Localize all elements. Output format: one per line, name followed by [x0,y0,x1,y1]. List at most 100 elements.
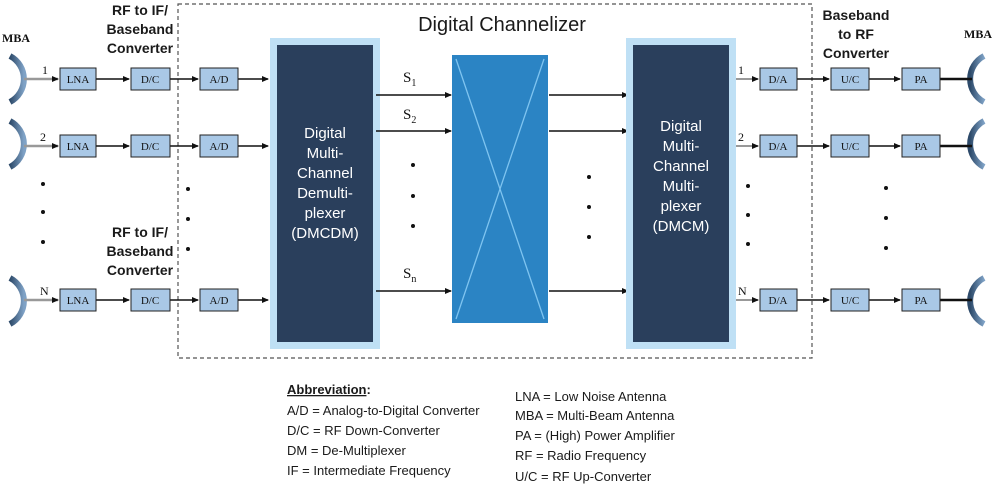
uc-block: U/C [830,134,870,158]
abbreviation-heading: Abbreviation: [287,382,371,397]
channelizer-boundary [177,3,813,359]
svg-text:Converter: Converter [107,40,174,56]
lna-block: LNA [59,67,97,91]
svg-text:Multi-: Multi- [663,138,700,155]
baseband-to-rf-label: Baseband to RF Converter [823,7,890,61]
antenna-icon [967,118,986,170]
svg-text:A/D = Analog-to-Digital Conver: A/D = Analog-to-Digital Converter [287,403,480,418]
antenna-icon [967,53,986,105]
left-chain-lines [24,76,269,303]
svg-text:U/C: U/C [841,74,859,86]
rf-to-if-label-top: RF to IF/ Baseband Converter [107,2,174,56]
signal-ellipsis [411,163,415,228]
svg-text:LNA: LNA [67,74,90,86]
svg-text:D/A: D/A [769,295,788,307]
svg-text:Converter: Converter [823,45,890,61]
svg-text:PA: PA [914,74,927,86]
switch-matrix [452,55,548,323]
switch-output-lines [549,92,629,294]
uc-block: U/C [830,67,870,91]
svg-text:Multi-: Multi- [663,178,700,195]
svg-text:Baseband: Baseband [107,21,174,37]
svg-text:PA: PA [914,141,927,153]
svg-text:A/D: A/D [210,74,229,86]
svg-text:A/D: A/D [210,141,229,153]
svg-text:U/C: U/C [841,141,859,153]
svg-text:to RF: to RF [838,26,874,42]
right-ellipsis [746,184,888,250]
left-blocks: LNA D/C A/D LNA D/C A/D LNA D/C [59,67,239,312]
switch-ellipsis [587,175,591,239]
signal-labels: S1 S2 Sn [403,70,416,285]
svg-text:A/D: A/D [210,295,229,307]
da-block: D/A [759,288,798,312]
svg-text:S2: S2 [403,107,416,126]
svg-text:Channel: Channel [653,158,709,175]
svg-text:D/A: D/A [769,141,788,153]
svg-text:N: N [40,284,49,298]
svg-text:LNA: LNA [67,141,90,153]
channelizer-title: Digital Channelizer [418,14,586,36]
mba-right-label: MBA [964,27,992,41]
antenna-icon [967,275,986,327]
abbreviation-legend: Abbreviation: A/D = Analog-to-Digital Co… [287,382,675,484]
svg-text:Digital: Digital [660,118,702,135]
svg-text:PA: PA [914,295,927,307]
svg-text:U/C = RF Up-Converter: U/C = RF Up-Converter [515,469,652,484]
mba-left-label: MBA [2,31,30,45]
da-block: D/A [759,67,798,91]
pa-block: PA [901,67,941,91]
demultiplexer-block: Digital Multi- Channel Demulti- plexer (… [270,38,380,349]
svg-text:LNA = Low Noise Antenna: LNA = Low Noise Antenna [515,389,667,404]
svg-text:Digital: Digital [304,125,346,142]
ad-block: A/D [199,67,239,91]
svg-text:1: 1 [738,63,744,77]
da-block: D/A [759,134,798,158]
svg-text:plexer: plexer [305,205,346,222]
svg-text:2: 2 [40,130,46,144]
svg-text:DM = De-Multiplexer: DM = De-Multiplexer [287,443,407,458]
svg-text:D/C: D/C [141,295,159,307]
dc-block: D/C [130,67,171,91]
svg-text:2: 2 [738,130,744,144]
svg-text:(DMCDM): (DMCDM) [291,225,358,242]
left-channel-numbers: 1 2 N [40,63,49,298]
svg-text:1: 1 [42,63,48,77]
pa-block: PA [901,134,941,158]
lna-block: LNA [59,288,97,312]
svg-text:Baseband: Baseband [107,243,174,259]
svg-text:D/C: D/C [141,74,159,86]
rf-to-if-label-bottom: RF to IF/ Baseband Converter [107,224,174,278]
left-antennas [8,53,27,327]
svg-text:D/C: D/C [141,141,159,153]
svg-text:Converter: Converter [107,262,174,278]
svg-text:PA = (High) Power Amplifier: PA = (High) Power Amplifier [515,428,675,443]
svg-text:Baseband: Baseband [823,7,890,23]
svg-text:N: N [738,284,747,298]
ad-block: A/D [199,288,239,312]
svg-text:LNA: LNA [67,295,90,307]
multiplexer-block: Digital Multi- Channel Multi- plexer (DM… [626,38,736,349]
signal-lines [376,92,452,294]
lna-block: LNA [59,134,97,158]
right-channel-numbers: 1 2 N [738,63,747,298]
svg-text:Multi-: Multi- [307,145,344,162]
svg-text:U/C: U/C [841,295,859,307]
uc-block: U/C [830,288,870,312]
right-blocks: D/A U/C PA D/A U/C PA D/A U/C [759,67,941,312]
svg-text:RF to IF/: RF to IF/ [112,224,168,240]
svg-text:RF to IF/: RF to IF/ [112,2,168,18]
svg-text:RF = Radio Frequency: RF = Radio Frequency [515,448,647,463]
svg-text:plexer: plexer [661,198,702,215]
dc-block: D/C [130,288,171,312]
antenna-icon [8,275,27,327]
svg-text:D/C = RF Down-Converter: D/C = RF Down-Converter [287,423,440,438]
svg-text:Channel: Channel [297,165,353,182]
svg-text:Demulti-: Demulti- [297,185,353,202]
svg-text:MBA = Multi-Beam Antenna: MBA = Multi-Beam Antenna [515,408,675,423]
ad-block: A/D [199,134,239,158]
pa-block: PA [901,288,941,312]
svg-text:(DMCM): (DMCM) [653,218,710,235]
antenna-icon [8,118,27,170]
